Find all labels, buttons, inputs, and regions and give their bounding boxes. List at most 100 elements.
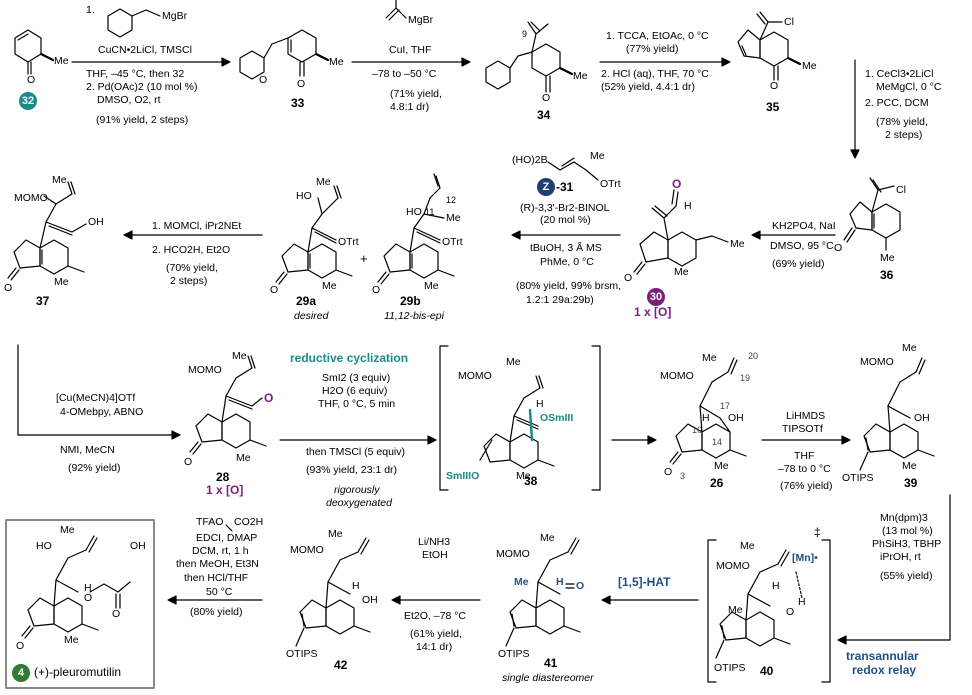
step11-cond-1: Mn(dpm)3 — [880, 512, 928, 524]
atom-o-4: O — [16, 640, 25, 652]
step14-cond-4: then HCl/THF — [184, 572, 249, 584]
atom-h-38: H — [536, 398, 544, 410]
structure-30 — [633, 189, 729, 275]
step2-yield-1: (71% yield, — [390, 88, 442, 100]
compound-30-badge: 30 — [647, 288, 665, 306]
step3-yield-1: (77% yield) — [626, 43, 679, 55]
compound-41-note: single diastereomer — [502, 672, 594, 684]
atom-me-38: Me — [506, 356, 521, 368]
step1-cond-2: THF, –45 °C, then 32 — [86, 68, 185, 80]
compound-32-badge: 32 — [19, 92, 37, 110]
reagent-boronate: (HO)2B — [512, 154, 548, 166]
step9-cond-3: THF, 0 °C, 5 min — [318, 398, 396, 410]
step4-yield-1: (78% yield, — [876, 116, 928, 128]
structure-34 — [485, 21, 574, 93]
step13-yield-2: 14:1 dr) — [416, 641, 453, 653]
step14-yield: (80% yield) — [190, 606, 243, 618]
atom-momo-26: MOMO — [660, 370, 694, 382]
atom-o-41: O — [576, 580, 585, 592]
step11-note-2: redox relay — [852, 663, 917, 677]
compound-29a-label: 29a — [296, 294, 317, 308]
step7-yield-2: 2 steps) — [170, 275, 208, 287]
reagent-isopropenyl-mgbr: MgBr — [408, 14, 434, 26]
atom-n9: 9 — [522, 29, 528, 39]
atom-me-41: Me — [540, 532, 555, 544]
step7-yield-1: (70% yield, — [166, 262, 218, 274]
step10-cond-4: –78 to 0 °C — [778, 463, 831, 475]
step9-cond-1: SmI2 (3 equiv) — [322, 372, 391, 384]
transition-state-dagger: ‡ — [814, 525, 821, 539]
atom-otrt-29b: OTrt — [442, 236, 463, 248]
reagent-z31-me: Me — [590, 150, 605, 162]
atom-n17: 17 — [720, 401, 731, 411]
structure-29b — [377, 173, 455, 285]
step11-cond-3: PhSiH3, TBHP — [872, 538, 942, 550]
reagent-z31-otrt: OTrt — [600, 178, 621, 190]
atom-me-34: Me — [573, 70, 588, 82]
compound-26-label: 26 — [710, 476, 724, 490]
atom-me-32: Me — [54, 55, 69, 67]
step8-yield: (92% yield) — [68, 462, 121, 474]
atom-me-26-b: Me — [714, 460, 729, 472]
step13-yield-1: (61% yield, — [410, 628, 462, 640]
compound-38-label: 38 — [524, 474, 538, 488]
product-frame — [5, 519, 155, 689]
atom-o-28-aldehyde: O — [264, 391, 274, 405]
structure-37 — [7, 181, 87, 281]
arrow-step1-head — [221, 57, 231, 67]
atom-oh-4: OH — [130, 540, 146, 552]
atom-me-33: Me — [329, 56, 344, 68]
step9-note-2: deoxygenated — [326, 497, 392, 509]
step2-yield-2: 4.8:1 dr) — [390, 101, 430, 113]
atom-me-37-b: Me — [54, 276, 69, 288]
reagent-dioxane-grignard — [107, 8, 161, 38]
bracket-40-left — [707, 539, 717, 683]
step3-cond-1: 1. TCCA, EtOAc, 0 °C — [606, 30, 709, 42]
atom-me-38-b: Me — [516, 470, 531, 482]
atom-cl-36: Cl — [896, 184, 906, 196]
atom-o-32: O — [27, 74, 36, 86]
step13-cond-3: Et2O, –78 °C — [404, 610, 466, 622]
step1-cond-4: DMSO, O2, rt — [97, 94, 161, 106]
structure-39 — [859, 357, 935, 471]
step11-cond-2: (13 mol %) — [882, 525, 933, 537]
compound-4-name: (+)-pleuromutilin — [34, 665, 122, 679]
atom-h-40: H — [772, 580, 780, 592]
reagent-co2h: CO2H — [234, 516, 264, 528]
step10-yield: (76% yield) — [780, 480, 833, 492]
step6-cond-1: (R)-3,3'-Br2-BINOL — [520, 202, 610, 214]
structure-33 — [239, 29, 330, 80]
compound-30-note: 1 x [O] — [634, 305, 672, 319]
step5-cond-1: KH2PO4, NaI — [772, 220, 836, 232]
atom-ho-4: HO — [36, 540, 52, 552]
atom-h-40-b: H — [798, 596, 806, 608]
compound-39-label: 39 — [904, 476, 918, 490]
atom-o-33: O — [297, 78, 306, 90]
atom-o-4-carbonyl: O — [112, 608, 121, 620]
atom-o-35: O — [770, 80, 779, 92]
atom-mn-40: [Mn]• — [792, 552, 818, 564]
compound-29b-label: 29b — [400, 294, 421, 308]
step9-title: reductive cyclization — [290, 351, 409, 365]
step10-cond-3: THF — [794, 450, 815, 462]
atom-o-28: O — [184, 456, 193, 468]
atom-o-37: O — [4, 282, 13, 294]
atom-n12: 12 — [446, 195, 457, 205]
compound-4-badge: 4 — [12, 664, 30, 682]
step3-yield-2: (52% yield, 4.4:1 dr) — [601, 81, 695, 93]
atom-o-40: O — [786, 606, 795, 618]
atom-ho-29b: HO — [406, 206, 422, 218]
compound-z31-label: -31 — [556, 180, 574, 194]
step1-cond-3: 2. Pd(OAc)2 (10 mol %) — [86, 81, 198, 93]
atom-otips-39: OTIPS — [842, 472, 874, 484]
structure-42 — [295, 537, 371, 647]
compound-35-label: 35 — [766, 100, 780, 114]
atom-n20: 20 — [748, 351, 759, 361]
atom-o-34: O — [542, 92, 551, 104]
atom-h-30: H — [684, 200, 692, 212]
plus-sign: + — [360, 251, 368, 266]
atom-me-30-a: Me — [730, 238, 745, 250]
atom-me-29a-b: Me — [322, 280, 337, 292]
step4-cond-3: 2. PCC, DCM — [865, 97, 929, 109]
